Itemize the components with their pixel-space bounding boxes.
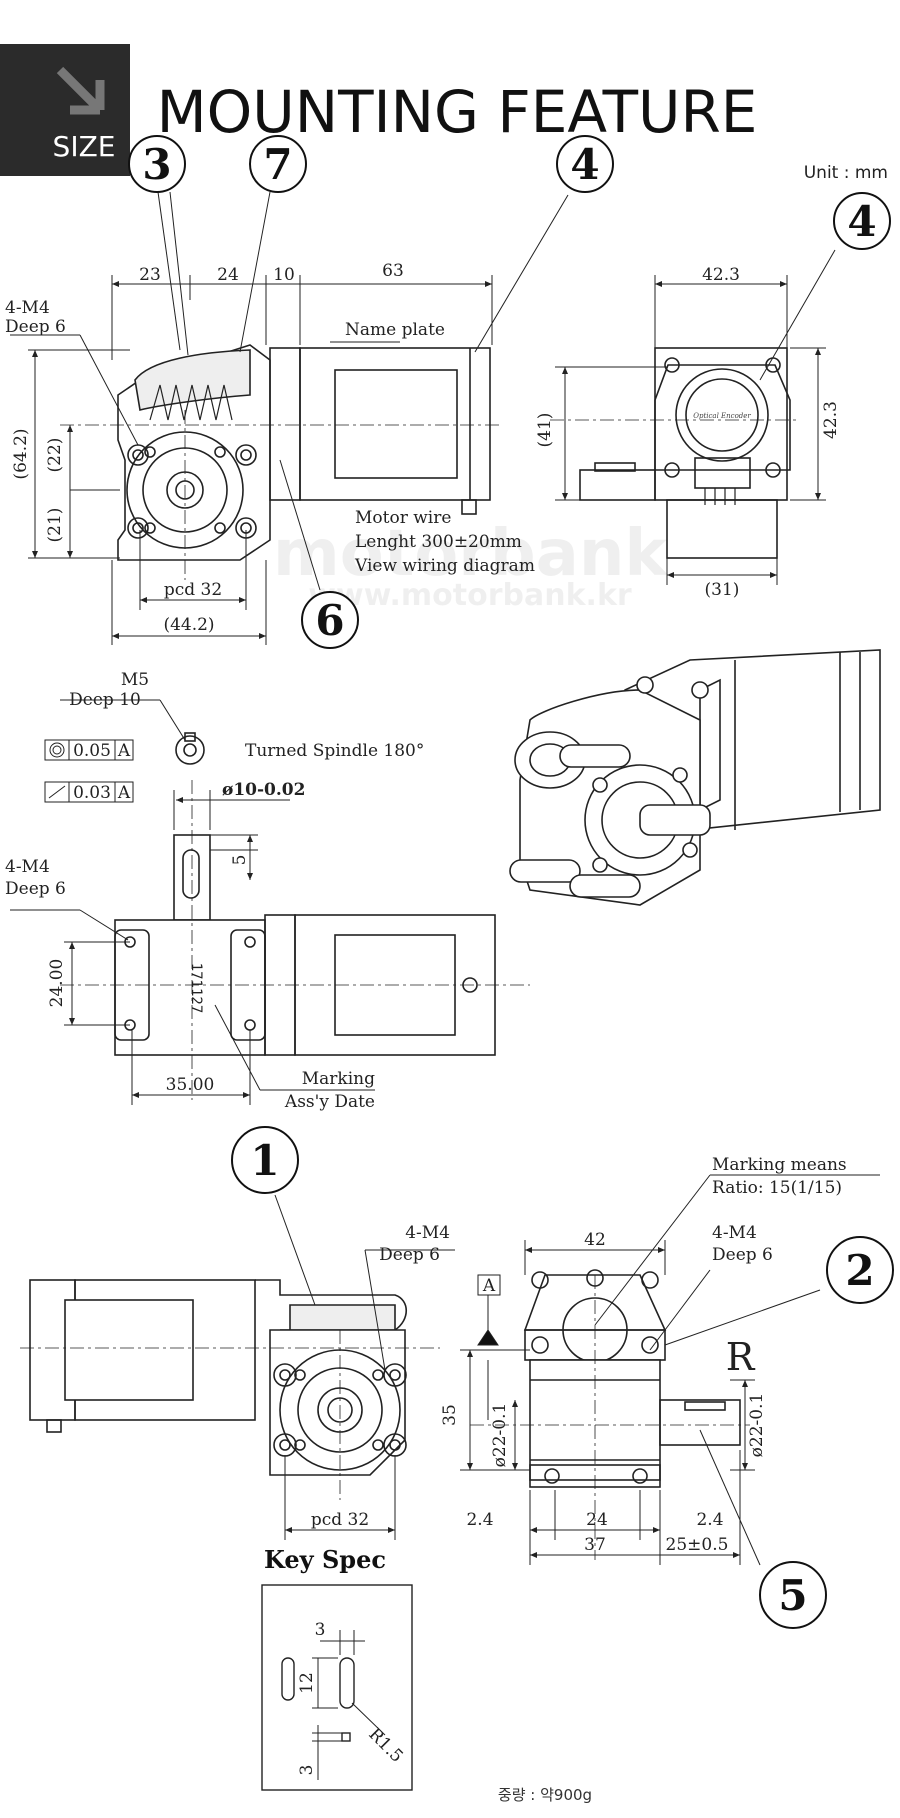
label-front-d64: (64.2) (11, 428, 31, 479)
watermark-url: www.motorbank.kr (308, 578, 632, 613)
label-top-deep: Deep 6 (5, 879, 66, 899)
label-key-d3b: 3 (297, 1765, 317, 1776)
label-top-d5: 5 (230, 855, 250, 866)
label-side-d41: (41) (535, 413, 555, 448)
label-key-r15: R1.5 (364, 1724, 406, 1766)
label-bubbles-b7: 7 (263, 140, 292, 189)
label-front-deep: Deep 6 (5, 317, 66, 337)
key-spec-title: Key Spec (264, 1545, 386, 1574)
label-top-datum: A (117, 741, 131, 761)
label-bottom-pcd: pcd 32 (311, 1510, 369, 1530)
bubble-6: 6 (301, 591, 359, 649)
label-bottom-m4b: 4-M4 (712, 1223, 757, 1243)
size-badge: SIZE (0, 44, 130, 176)
page-title: MOUNTING FEATURE (157, 78, 758, 146)
bottom-front-view (20, 1279, 440, 1500)
label-front-pcd: pcd 32 (164, 580, 222, 600)
label-top-datum: A (117, 783, 131, 803)
r-mark: R (726, 1335, 756, 1379)
label-side-d31: (31) (705, 580, 740, 600)
label-top-d35: 35.00 (166, 1075, 215, 1095)
label-top-mark1: Marking (302, 1069, 375, 1089)
label-top-turned: Turned Spindle 180° (245, 741, 424, 761)
top-view (60, 732, 530, 1100)
bottom-side-view (470, 1269, 750, 1560)
bubble-2: 2 (826, 1236, 894, 1304)
label-bubbles-b1: 1 (250, 1136, 279, 1185)
label-bottom-m4a: 4-M4 (405, 1223, 450, 1243)
label-bubbles-b5: 5 (778, 1571, 807, 1620)
label-bottom-mm1: Marking means (712, 1155, 847, 1175)
bubble-7: 7 (249, 135, 307, 193)
label-key-d3a: 3 (315, 1620, 326, 1640)
unit-label: Unit : mm (804, 163, 888, 183)
weight-label: 중량 : 약900g (498, 1786, 592, 1804)
label-bottom-phiR: ø22-0.1 (747, 1393, 767, 1458)
bubble-5: 5 (759, 1561, 827, 1629)
label-top-m4: 4-M4 (5, 857, 50, 877)
label-front-d24: 24 (217, 265, 239, 285)
label-top-m5: M5 (121, 670, 149, 690)
label-bubbles-b2: 2 (845, 1246, 874, 1295)
front-view (60, 344, 500, 580)
bubble-3: 3 (128, 135, 186, 193)
label-bubbles-b4: 4 (847, 197, 876, 246)
bubble-4a: 4 (556, 135, 614, 193)
label-side-d42h: 42.3 (821, 401, 841, 439)
label-front-wire3: View wiring diagram (354, 556, 535, 576)
label-bottom-d25: 25±0.5 (666, 1535, 729, 1555)
label-top-deep10: Deep 10 (69, 690, 141, 710)
bubble-4b: 4 (833, 192, 891, 250)
bubble-1: 1 (231, 1126, 299, 1194)
label-bottom-d35: 35 (440, 1404, 460, 1426)
label-top-mark2: Ass'y Date (284, 1092, 375, 1112)
label-bottom-datum: A (482, 1276, 496, 1296)
label-front-d23: 23 (139, 265, 161, 285)
label-bottom-d24b: 2.4 (696, 1510, 723, 1530)
label-front-nameplate: Name plate (345, 320, 445, 340)
arrow-icon (56, 66, 105, 115)
label-front-wire2: Lenght 300±20mm (355, 532, 522, 552)
side-view: Optical Encoder (550, 347, 800, 559)
label-bottom-d37: 37 (584, 1535, 606, 1555)
label-bubbles-b3: 3 (142, 140, 171, 189)
label-front-d10: 10 (273, 265, 295, 285)
label-bubbles-b6: 6 (315, 596, 344, 645)
label-front-d44: (44.2) (163, 615, 214, 635)
label-top-tol1: 0.05 (73, 741, 111, 761)
label-front-m4: 4-M4 (5, 298, 50, 318)
isometric-view (509, 649, 881, 906)
label-top-shaft: ø10-0.02 (222, 780, 305, 800)
label-bottom-mm2: Ratio: 15(1/15) (712, 1178, 842, 1198)
label-bottom-phiL: ø22-0.1 (490, 1403, 510, 1468)
label-bottom-d42: 42 (584, 1230, 606, 1250)
label-front-wire1: Motor wire (355, 508, 451, 528)
label-side-d42w: 42.3 (702, 265, 740, 285)
svg-text:Optical Encoder: Optical Encoder (693, 412, 751, 420)
label-top-tol2: 0.03 (73, 783, 111, 803)
label-bottom-d24a: 2.4 (466, 1510, 493, 1530)
serial-marking: 171127 (188, 963, 204, 1014)
size-label: SIZE (53, 130, 116, 163)
label-bottom-deepa: Deep 6 (379, 1245, 440, 1265)
label-key-d12: 12 (297, 1672, 317, 1694)
label-bottom-deepb: Deep 6 (712, 1245, 773, 1265)
label-front-d22: (22) (45, 438, 65, 473)
label-front-d21: (21) (45, 508, 65, 543)
label-bottom-d24: 24 (586, 1510, 608, 1530)
label-bubbles-b4: 4 (570, 140, 599, 189)
key-spec-box (261, 1584, 413, 1791)
label-front-d63: 63 (382, 261, 404, 281)
watermark: motorbank (273, 517, 668, 591)
label-top-d24: 24.00 (47, 959, 67, 1008)
